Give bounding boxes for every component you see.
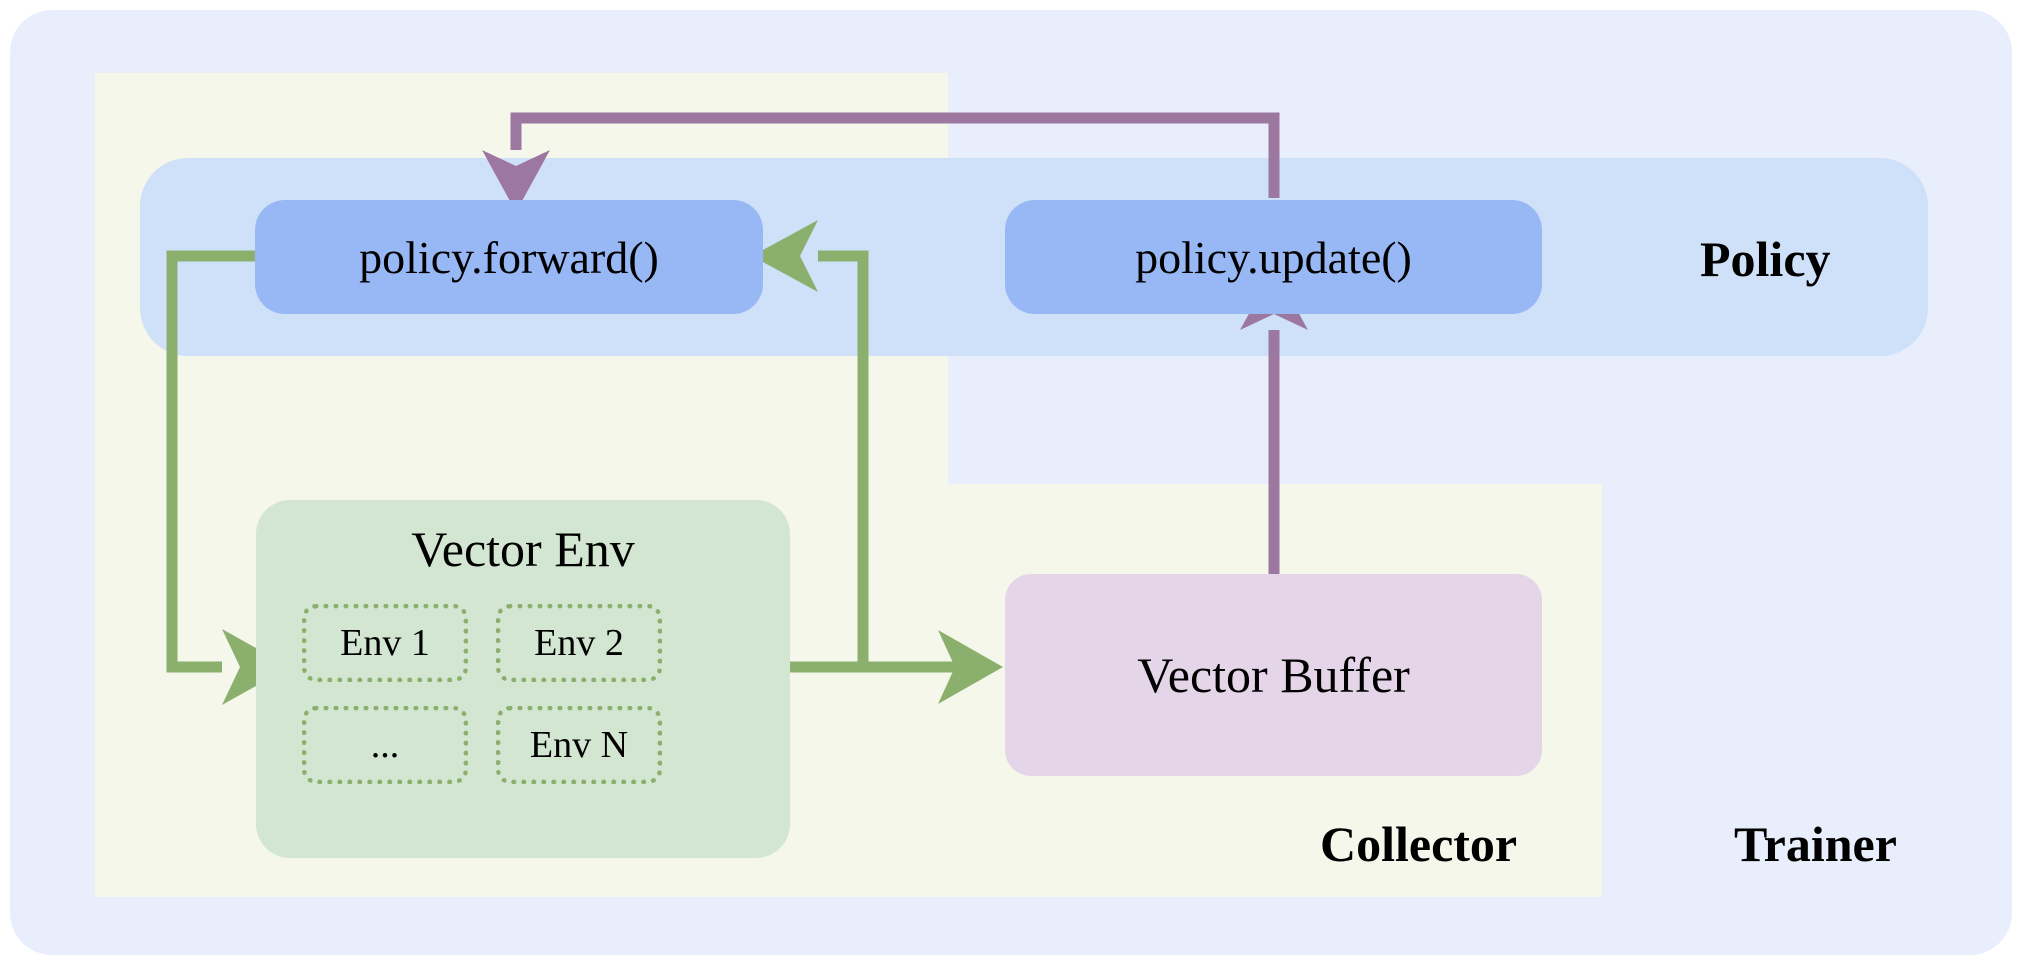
env-cell-n[interactable]: Env N (496, 706, 662, 784)
env-grid: Env 1 Env 2 ... Env N (302, 604, 744, 784)
node-policy-update[interactable]: policy.update() (1005, 200, 1542, 314)
vector-env-title: Vector Env (411, 521, 635, 577)
node-policy-forward[interactable]: policy.forward() (255, 200, 763, 314)
trainer-container-label: Trainer (1734, 816, 1897, 872)
policy-container-label: Policy (1700, 231, 1831, 287)
collector-container-label: Collector (1320, 816, 1518, 872)
env-cell-1[interactable]: Env 1 (302, 604, 468, 682)
env-cell-ellipsis[interactable]: ... (302, 706, 468, 784)
node-vector-buffer[interactable]: Vector Buffer (1005, 574, 1542, 776)
node-vector-env[interactable]: Vector Env Env 1 Env 2 ... Env N (256, 500, 790, 858)
env-cell-2[interactable]: Env 2 (496, 604, 662, 682)
